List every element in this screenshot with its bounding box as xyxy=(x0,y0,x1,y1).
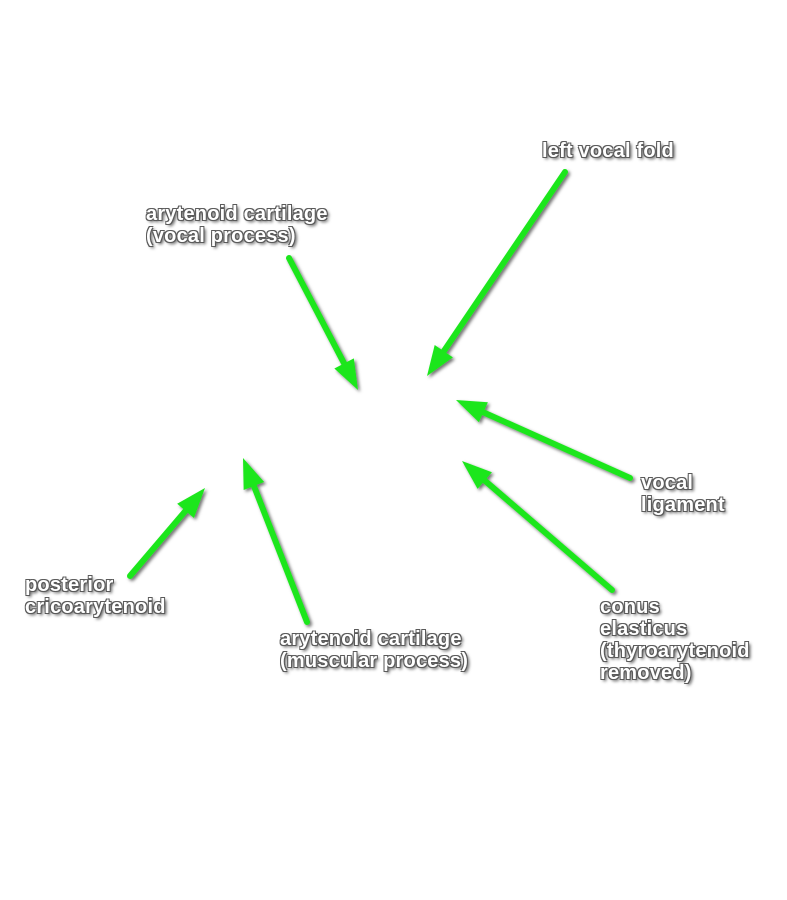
label-line: cricoarytenoid xyxy=(25,596,166,618)
arrow-head xyxy=(456,400,488,423)
arrow-shaft xyxy=(127,506,190,579)
label-line: posterior xyxy=(25,574,114,596)
label-line: conus xyxy=(600,596,660,618)
label-line: (muscular process) xyxy=(280,650,469,672)
arrow-posterior-cricoarytenoid xyxy=(127,488,205,579)
arrow-shaft xyxy=(439,169,568,356)
label-line: arytenoid cartilage xyxy=(146,203,328,225)
arrow-head xyxy=(334,358,358,390)
label-line: removed) xyxy=(600,662,692,684)
arrow-head xyxy=(462,461,492,489)
label-line: vocal xyxy=(641,472,694,494)
label-line: arytenoid cartilage xyxy=(280,628,462,650)
arrow-head xyxy=(427,344,453,376)
label-line: (thyroarytenoid xyxy=(600,640,750,662)
arrow-shaft xyxy=(286,255,349,369)
arrow-head xyxy=(243,458,265,490)
label-line: left vocal fold xyxy=(542,140,674,162)
arrow-shaft xyxy=(478,408,633,481)
arrow-arytenoid-muscular-process xyxy=(243,458,310,625)
label-line: elasticus xyxy=(600,618,688,640)
label-posterior-cricoarytenoid: posterior cricoarytenoid xyxy=(25,574,166,618)
label-conus-elasticus: conus elasticus (thyroarytenoid removed) xyxy=(600,596,750,684)
arrow-left-vocal-fold xyxy=(427,169,568,376)
arrows-group xyxy=(127,169,633,625)
arrow-head xyxy=(177,488,205,518)
arrow-vocal-ligament xyxy=(456,400,633,481)
label-line: (vocal process) xyxy=(146,225,296,247)
arrow-shaft xyxy=(250,481,310,625)
label-vocal-ligament: vocal ligament xyxy=(641,472,725,516)
label-arytenoid-cartilage-vocal-process: arytenoid cartilage (vocal process) xyxy=(146,203,328,247)
label-line: ligament xyxy=(641,494,725,516)
arrow-arytenoid-vocal-process xyxy=(286,255,358,390)
arrow-conus-elasticus xyxy=(462,461,615,593)
label-left-vocal-fold: left vocal fold xyxy=(542,140,674,162)
label-arytenoid-cartilage-muscular-process: arytenoid cartilage (muscular process) xyxy=(280,628,468,672)
arrow-shaft xyxy=(480,476,615,593)
